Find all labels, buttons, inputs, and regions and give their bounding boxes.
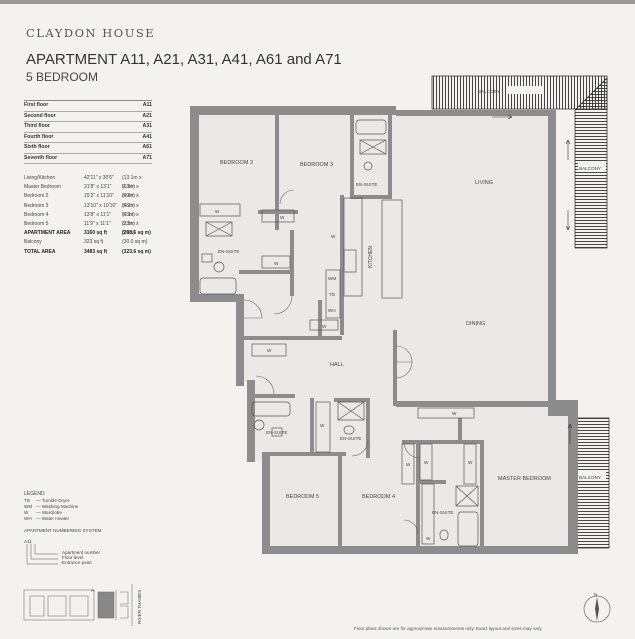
room-ensuite: EN-SUITE bbox=[340, 436, 361, 441]
room-master-bedroom: MASTER BEDROOM bbox=[498, 476, 551, 482]
legend-item: TD— Tumble Dryer bbox=[24, 498, 70, 503]
tag-wardrobe: W bbox=[452, 411, 457, 416]
room-bedroom-3: BEDROOM 3 bbox=[300, 162, 333, 168]
room-bedroom-4: BEDROOM 4 bbox=[362, 494, 395, 500]
room-ensuite: EN-SUITE bbox=[432, 510, 453, 515]
compass-north: N bbox=[594, 592, 597, 597]
room-bedroom-5: BEDROOM 5 bbox=[286, 494, 319, 500]
room-dining: DINING bbox=[466, 321, 485, 327]
tag-wardrobe: W bbox=[322, 324, 327, 329]
legend-item: WH— Water Heater bbox=[24, 516, 70, 521]
legend-item: W— Wardrobe bbox=[24, 510, 62, 515]
room-ensuite: EN-SUITE bbox=[356, 182, 377, 187]
numbering-line: Entrance point bbox=[62, 560, 92, 565]
legend-title: LEGEND bbox=[24, 491, 45, 497]
doors bbox=[243, 189, 421, 535]
label-balcony: BALCONY bbox=[579, 166, 601, 171]
numbering-diagram bbox=[26, 544, 58, 565]
tag-wardrobe: W bbox=[274, 261, 279, 266]
tag-wardrobe: W bbox=[320, 423, 325, 428]
page-subtitle: 5 BEDROOM bbox=[26, 70, 99, 84]
tag-wardrobe: W bbox=[215, 209, 220, 214]
numbering-code: A11 bbox=[24, 539, 32, 544]
tag-wardrobe: W bbox=[424, 460, 429, 465]
room-ensuite: EN-SUITE bbox=[266, 430, 287, 435]
tag-wardrobe: W bbox=[280, 215, 285, 220]
balcony-lower bbox=[575, 417, 610, 549]
keyplan-river: RIVER THAMES bbox=[137, 590, 142, 624]
tag-wm: WM bbox=[328, 276, 336, 281]
legend-item: WM— Washing Machine bbox=[24, 504, 79, 509]
key-plan bbox=[23, 584, 133, 626]
numbering-system: APARTMENT NUMBERING SYSTEM A11 Apartment… bbox=[24, 528, 164, 565]
top-bar bbox=[0, 0, 635, 4]
label-balcony: BALCONY bbox=[478, 89, 500, 94]
room-ensuite: EN-SUITE bbox=[218, 249, 239, 254]
numbering-line: Floor level bbox=[62, 555, 84, 560]
walls bbox=[190, 106, 578, 554]
room-living: LIVING bbox=[475, 180, 493, 186]
tag-wardrobe: W bbox=[406, 462, 411, 467]
room-bedroom-2: BEDROOM 2 bbox=[220, 160, 253, 166]
room-hall: HALL bbox=[330, 362, 344, 368]
compass-icon bbox=[583, 595, 611, 623]
sliding-arrows bbox=[492, 114, 573, 444]
numbering-line: Apartment number bbox=[62, 550, 101, 555]
legend: LEGEND TD— Tumble Dryer WM— Washing Mach… bbox=[24, 491, 78, 522]
floor-area bbox=[191, 108, 578, 552]
label-balcony: BALCONY bbox=[579, 475, 601, 480]
tag-wh: WH bbox=[328, 308, 336, 313]
numbering-title: APARTMENT NUMBERING SYSTEM bbox=[24, 528, 102, 533]
tag-wardrobe: W bbox=[331, 234, 336, 239]
room-kitchen: KITCHEN bbox=[368, 246, 374, 268]
footnote: Floor plans shown are for approximate me… bbox=[354, 626, 543, 631]
tag-wardrobe: W bbox=[468, 460, 473, 465]
fixtures bbox=[199, 119, 479, 547]
tag-wardrobe: W bbox=[267, 348, 272, 353]
tag-wardrobe: W bbox=[426, 536, 431, 541]
page-title: APARTMENT A11, A21, A31, A41, A61 and A7… bbox=[26, 51, 342, 68]
brand-name: CLAYDON HOUSE bbox=[26, 26, 156, 40]
keyplan-marker: A bbox=[91, 588, 95, 593]
tag-td: TD bbox=[329, 292, 336, 297]
